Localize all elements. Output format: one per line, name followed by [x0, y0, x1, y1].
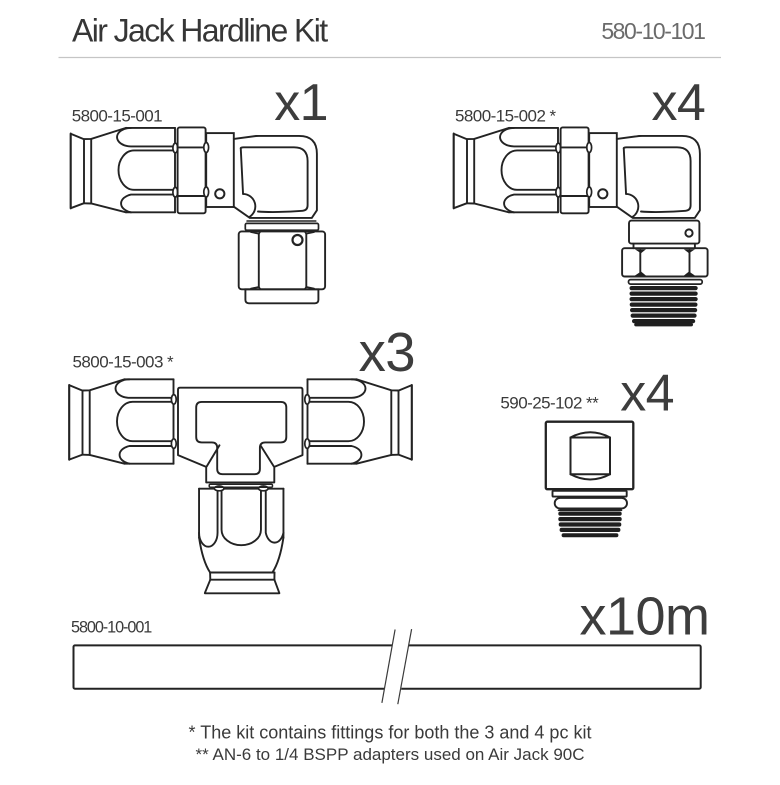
svg-text:x3: x3: [359, 322, 415, 383]
svg-text:x1: x1: [274, 74, 328, 132]
svg-text:Air Jack Hardline Kit: Air Jack Hardline Kit: [72, 13, 328, 49]
svg-text:590-25-102 **: 590-25-102 **: [500, 394, 599, 413]
svg-text:5800-15-001: 5800-15-001: [72, 107, 162, 126]
svg-text:x4: x4: [620, 365, 674, 423]
svg-text:5800-10-001: 5800-10-001: [71, 619, 152, 637]
svg-text:x4: x4: [651, 74, 705, 132]
svg-text:5800-15-002 *: 5800-15-002 *: [455, 107, 557, 126]
svg-text:580-10-101: 580-10-101: [601, 18, 705, 44]
svg-text:* The kit contains fittings fo: * The kit contains fittings for both the…: [189, 723, 592, 743]
svg-text:** AN-6 to 1/4 BSPP adapters u: ** AN-6 to 1/4 BSPP adapters used on Air…: [195, 745, 584, 764]
svg-text:5800-15-003 *: 5800-15-003 *: [73, 353, 175, 372]
svg-text:x10m: x10m: [579, 587, 709, 647]
